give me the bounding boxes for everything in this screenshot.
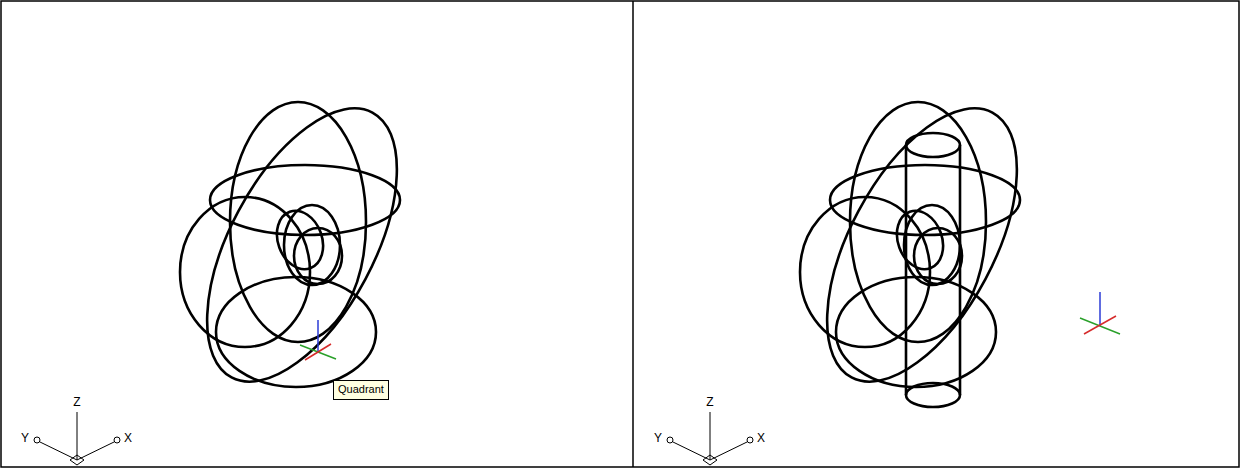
- panel-divider: [632, 1, 634, 467]
- axis-label: X: [757, 432, 765, 444]
- cursor-crosshair: [1080, 292, 1120, 334]
- axis-label: Z: [73, 396, 80, 408]
- ucs-icon: [667, 412, 753, 465]
- axis-label: Z: [706, 396, 713, 408]
- axis-label: X: [124, 432, 132, 444]
- tooltip-text: Quadrant: [338, 383, 384, 396]
- axis-label: Y: [654, 432, 662, 444]
- tooltip-box: Quadrant: [333, 380, 389, 400]
- wireframe-solid-with-cylinder: [788, 79, 1056, 411]
- ucs-icon: [34, 412, 120, 465]
- cursor-crosshair: [300, 320, 336, 360]
- axis-label: Y: [21, 432, 29, 444]
- wireframe-solid: [168, 79, 436, 411]
